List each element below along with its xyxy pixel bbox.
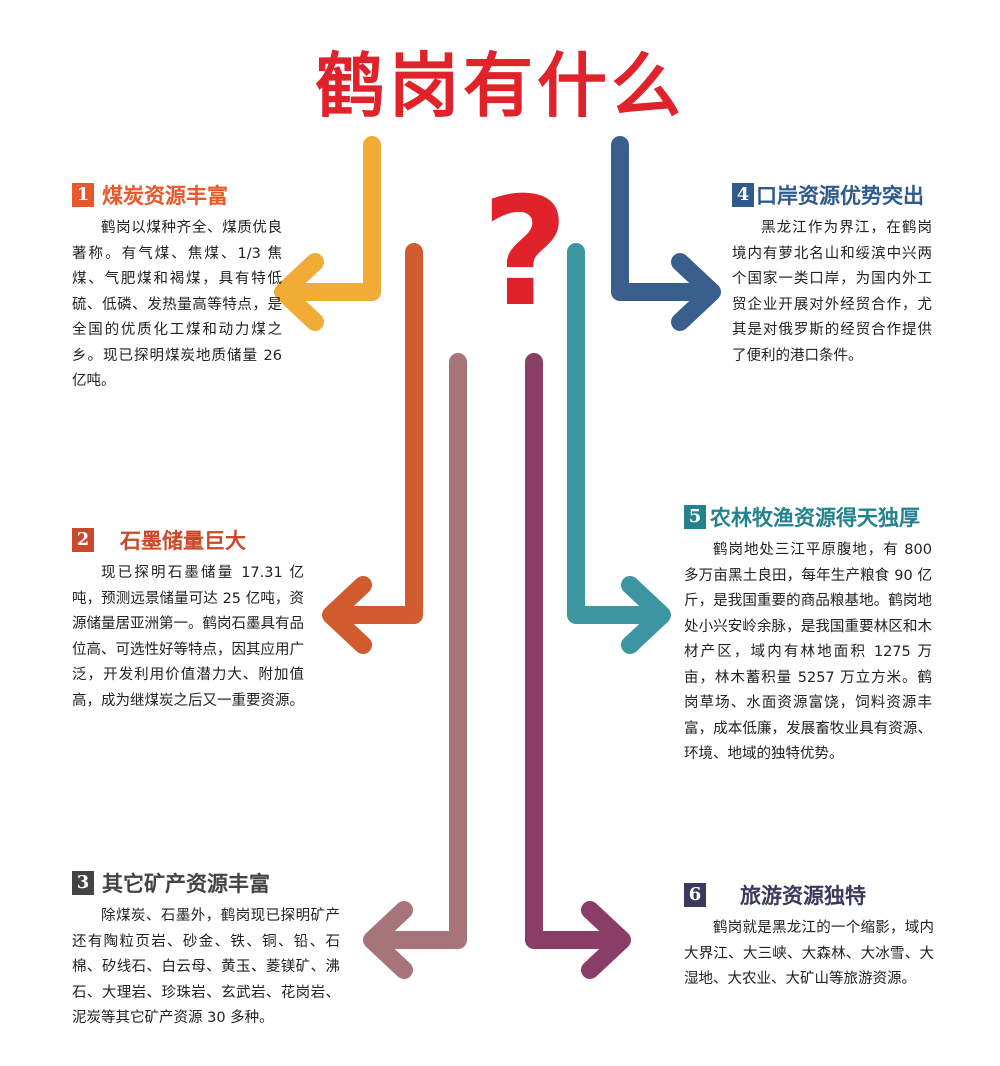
section-port: 4 口岸资源优势突出 黑龙江作为界江，在鹤岗境内有萝北名山和绥滨中兴两个国家一类…: [732, 180, 932, 369]
section-title: 旅游资源独特: [740, 884, 866, 908]
section-number-badge: 4: [732, 183, 754, 207]
arrowhead-1: [274, 253, 324, 331]
arrowhead-6: [581, 901, 631, 979]
section-body: 鹤岗以煤种齐全、煤质优良著称。有气煤、焦煤、1/3 焦煤、气肥煤和褐煤，具有特低…: [72, 220, 282, 389]
section-heading: 5 农林牧渔资源得天独厚: [684, 502, 932, 532]
page-title: 鹤岗有什么: [315, 45, 685, 127]
section-body: 鹤岗地处三江平原腹地，有 800 多万亩黑土良田，每年生产粮食 90 亿斤，是我…: [684, 542, 932, 762]
section-heading: 3 其它矿产资源丰富: [72, 868, 340, 898]
section-title: 口岸资源优势突出: [756, 184, 924, 208]
section-number-badge: 5: [684, 505, 706, 529]
section-title: 石墨储量巨大: [120, 529, 246, 553]
section-coal: 1 煤炭资源丰富 鹤岗以煤种齐全、煤质优良著称。有气煤、焦煤、1/3 焦煤、气肥…: [72, 180, 282, 395]
section-heading: 2 石墨储量巨大: [72, 525, 304, 555]
section-body: 鹤岗就是黑龙江的一个缩影，域内大界江、大三峡、大森林、大冰雪、大湿地、大农业、大…: [684, 920, 934, 987]
section-number-badge: 1: [72, 183, 94, 207]
section-title: 农林牧渔资源得天独厚: [710, 506, 920, 530]
section-body: 黑龙江作为界江，在鹤岗境内有萝北名山和绥滨中兴两个国家一类口岸，为国内外工贸企业…: [732, 220, 932, 364]
section-agriculture: 5 农林牧渔资源得天独厚 鹤岗地处三江平原腹地，有 800 多万亩黑土良田，每年…: [684, 502, 932, 768]
section-tourism: 6 旅游资源独特 鹤岗就是黑龙江的一个缩影，域内大界江、大三峡、大森林、大冰雪、…: [684, 880, 934, 993]
section-number-badge: 3: [72, 871, 94, 895]
arrowhead-2: [322, 576, 372, 654]
arrow-3: [369, 353, 467, 949]
arrow-4: [611, 136, 714, 301]
arrow-5: [567, 243, 664, 624]
section-heading: 4 口岸资源优势突出: [732, 180, 932, 210]
arrowhead-5: [621, 576, 671, 654]
arrow-2: [329, 243, 423, 624]
section-heading: 1 煤炭资源丰富: [72, 180, 282, 210]
arrow-6: [525, 353, 624, 949]
section-title: 其它矿产资源丰富: [102, 872, 270, 896]
section-number-badge: 2: [72, 528, 94, 552]
question-mark-icon: ?: [481, 166, 569, 340]
section-minerals: 3 其它矿产资源丰富 除煤炭、石墨外，鹤岗现已探明矿产还有陶粒页岩、砂金、铁、铜…: [72, 868, 340, 1032]
section-number-badge: 6: [684, 883, 706, 907]
arrow-1: [281, 136, 381, 301]
section-body: 现已探明石墨储量 17.31 亿吨，预测远景储量可达 25 亿吨，资源储量居亚洲…: [72, 565, 304, 709]
section-heading: 6 旅游资源独特: [684, 880, 934, 910]
section-graphite: 2 石墨储量巨大 现已探明石墨储量 17.31 亿吨，预测远景储量可达 25 亿…: [72, 525, 304, 714]
section-body: 除煤炭、石墨外，鹤岗现已探明矿产还有陶粒页岩、砂金、铁、铜、铅、石棉、矽线石、白…: [72, 908, 340, 1026]
section-title: 煤炭资源丰富: [102, 184, 228, 208]
arrowhead-4: [671, 253, 721, 331]
arrowhead-3: [363, 901, 413, 979]
